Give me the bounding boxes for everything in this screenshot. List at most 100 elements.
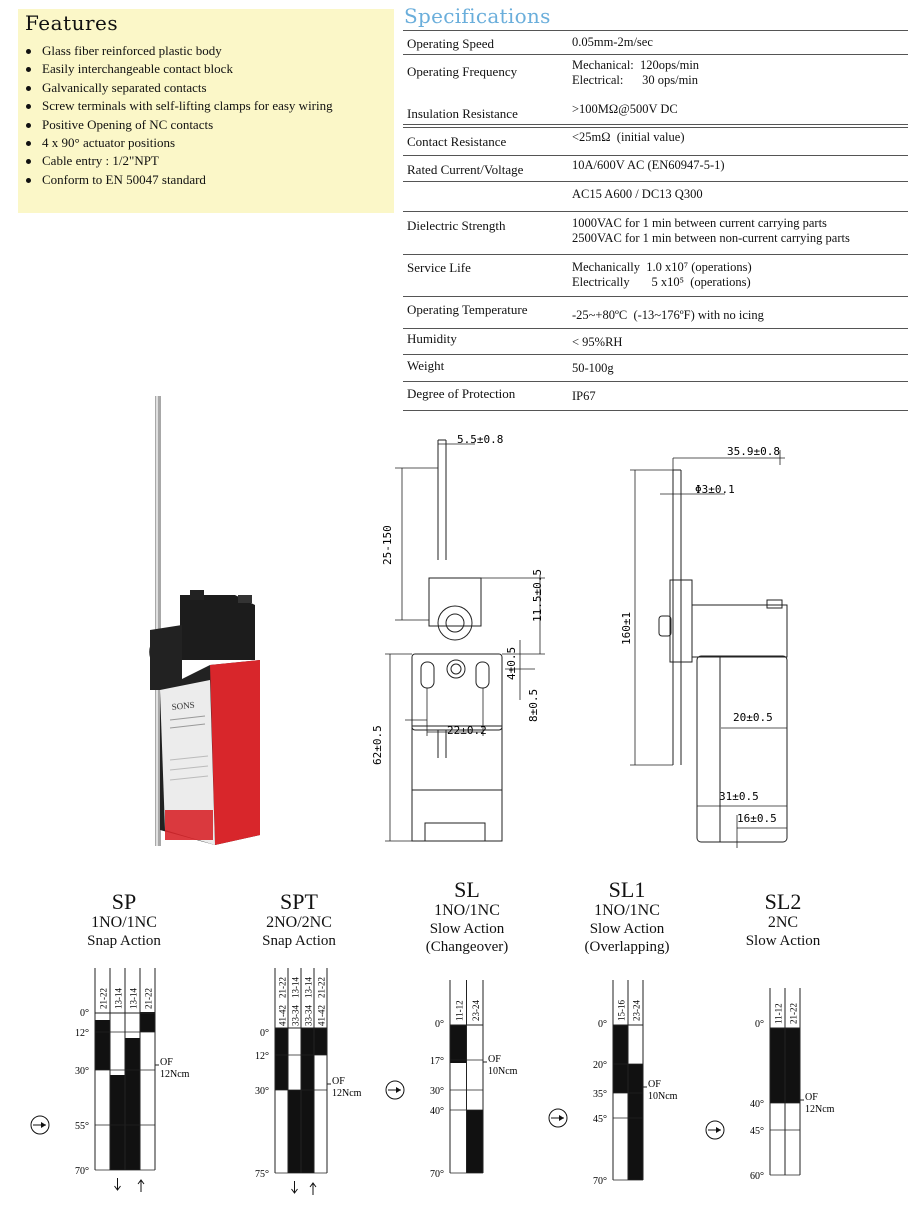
- angle-label: 0°: [598, 1019, 607, 1030]
- spec-row: Operating Temperature-25~+80ºC (-13~176º…: [403, 296, 908, 329]
- dim-rod-length: 25-150: [381, 525, 394, 565]
- features-panel: Features Glass fiber reinforced plastic …: [18, 9, 394, 213]
- angle-label: 75°: [255, 1169, 269, 1180]
- operating-force-label: OF: [332, 1076, 345, 1087]
- contact-closed-band: [125, 1038, 140, 1170]
- contact-closed-band: [785, 1028, 800, 1103]
- contact-terminal-label: 23-24: [632, 1000, 642, 1021]
- operating-force-label: OF: [488, 1054, 501, 1065]
- contact-closed-band: [301, 1028, 314, 1173]
- feature-item: Conform to EN 50047 standard: [26, 171, 333, 189]
- contact-terminal-label: 33-34: [291, 1005, 301, 1026]
- dim-mount-offset: 4±0.5: [505, 647, 518, 680]
- angle-label: 70°: [430, 1169, 444, 1180]
- red-housing: [210, 660, 260, 845]
- contact-terminal-label: 41-42: [278, 1005, 288, 1026]
- contact-closed-band: [466, 1110, 483, 1173]
- angle-label: 55°: [75, 1121, 89, 1132]
- contact-terminal-label: 21-22: [144, 988, 154, 1009]
- front-view-drawing: 5.5±0.8 25-150 11.5±0.5 4±0.5 8±0.5 62±0…: [371, 433, 545, 842]
- contact-terminal-label: 33-34: [304, 1005, 314, 1026]
- switch-head: [180, 595, 255, 660]
- features-title: Features: [25, 11, 119, 35]
- contact-closed-band: [288, 1090, 301, 1173]
- contact-closed-band: [450, 1025, 467, 1063]
- contact-closed-band: [140, 1012, 155, 1032]
- contact-title-sl: SL 1NO/1NC Slow Action (Changeover): [425, 877, 509, 956]
- dim-rod-diameter: Φ3±0.1: [695, 483, 735, 496]
- feature-item: Glass fiber reinforced plastic body: [26, 42, 333, 60]
- features-list: Glass fiber reinforced plastic body Easi…: [26, 42, 333, 189]
- operating-force-value: 10Ncm: [648, 1091, 678, 1102]
- product-brand-label: SONS: [171, 700, 195, 712]
- contact-terminal-label: 21-22: [278, 977, 288, 998]
- bullet-icon: [26, 141, 31, 147]
- operating-force-label: OF: [160, 1057, 173, 1068]
- positive-opening-icon: [385, 1080, 405, 1100]
- contact-terminal-label: 13-14: [129, 988, 139, 1009]
- angle-label: 20°: [593, 1060, 607, 1071]
- dim-body-height: 62±0.5: [371, 725, 384, 765]
- angle-label: 30°: [75, 1066, 89, 1077]
- operating-force-value: 10Ncm: [488, 1066, 518, 1077]
- contact-terminal-label: 23-24: [471, 1000, 481, 1021]
- side-view-drawing: 35.9±0.8 Φ3±0.1 160±1 20±0.5 31±0.5 16±0…: [620, 445, 788, 848]
- contact-terminal-label: 11-12: [454, 1000, 464, 1021]
- bullet-icon: [26, 104, 31, 110]
- contact-title-sp: SP 1NO/1NC Snap Action: [87, 889, 161, 950]
- lever-arm: [150, 625, 182, 690]
- contact-terminal-label: 21-22: [317, 977, 327, 998]
- angle-label: 0°: [260, 1028, 269, 1039]
- bullet-icon: [26, 49, 31, 54]
- positive-opening-icon: [705, 1120, 725, 1140]
- angle-label: 70°: [75, 1166, 89, 1177]
- angle-label: 12°: [255, 1051, 269, 1062]
- operating-force-value: 12Ncm: [805, 1104, 835, 1115]
- angle-label: 30°: [255, 1086, 269, 1097]
- contact-terminal-label: 11-12: [774, 1003, 784, 1024]
- dim-actuator-width: 5.5±0.8: [457, 433, 503, 446]
- arrow-down-icon: [114, 1178, 121, 1191]
- spec-table-top-rule: [403, 30, 908, 31]
- contact-closed-band: [95, 1020, 110, 1070]
- contact-terminal-label: 15-16: [617, 1000, 627, 1021]
- dim-body-depth-31: 31±0.5: [719, 790, 759, 803]
- angle-label: 35°: [593, 1089, 607, 1100]
- bullet-icon: [26, 159, 31, 165]
- contact-closed-band: [110, 1075, 125, 1170]
- bullet-icon: [26, 85, 31, 91]
- dim-slot-length: 8±0.5: [527, 689, 540, 722]
- operating-force-value: 12Ncm: [332, 1088, 362, 1099]
- spec-row: Insulation Resistance>100MΩ@500V DC: [403, 100, 908, 128]
- label-face: [160, 680, 215, 845]
- dim-head-height: 11.5±0.5: [531, 569, 544, 622]
- arrow-up-icon: [137, 1179, 145, 1192]
- contact-title-sl1: SL1 1NO/1NC Slow Action (Overlapping): [584, 877, 670, 956]
- contact-title-spt: SPT 2NO/2NC Snap Action: [262, 889, 336, 950]
- bullet-icon: [26, 177, 31, 183]
- angle-label: 12°: [75, 1028, 89, 1039]
- contact-closed-band: [314, 1028, 327, 1055]
- angle-label: 40°: [430, 1106, 444, 1117]
- dim-overall-height: 160±1: [620, 612, 633, 645]
- angle-label: 70°: [593, 1176, 607, 1187]
- contact-closed-band: [613, 1025, 628, 1093]
- spec-row: Humidity< 95%RH: [403, 328, 908, 355]
- contact-terminal-label: 41-42: [317, 1005, 327, 1026]
- dim-overall-width: 35.9±0.8: [727, 445, 780, 458]
- feature-item: Galvanically separated contacts: [26, 79, 333, 97]
- feature-item: Cable entry : 1/2"NPT: [26, 152, 333, 170]
- dim-mount-depth: 16±0.5: [737, 812, 777, 825]
- limit-switch-photo: SONS: [149, 396, 260, 846]
- contact-diagram-spt: 21-2241-4213-1433-3413-1433-3421-2241-42…: [255, 968, 362, 1195]
